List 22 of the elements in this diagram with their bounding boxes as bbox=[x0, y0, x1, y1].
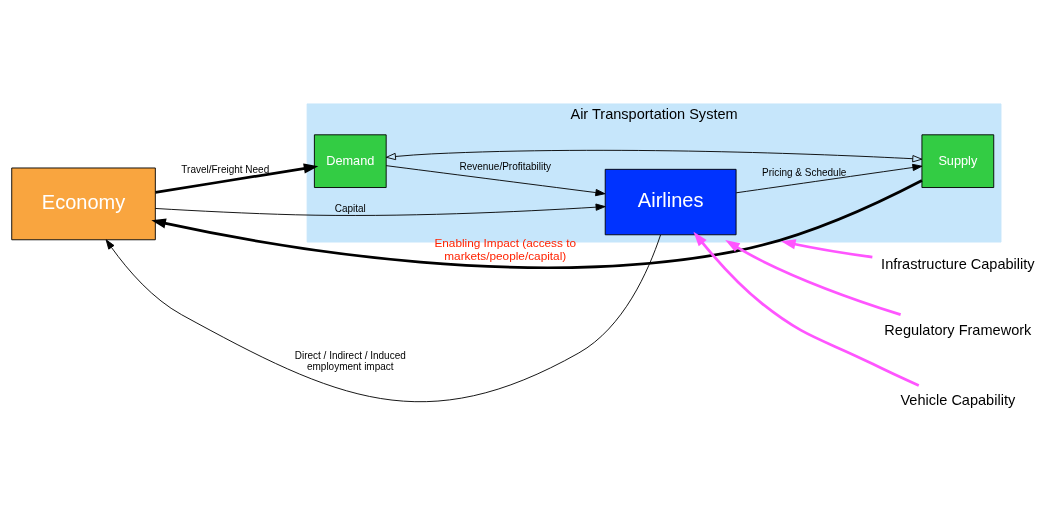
arrow bbox=[105, 234, 661, 402]
arrow bbox=[385, 165, 606, 197]
node-box: Airlines bbox=[604, 168, 737, 236]
arrow bbox=[385, 149, 923, 163]
node-text: Regulatory Framework bbox=[884, 321, 1032, 338]
edge-label: Pricing & Schedule bbox=[762, 166, 847, 178]
node-box: Supply bbox=[921, 134, 995, 188]
arrow bbox=[735, 163, 923, 194]
arrow bbox=[155, 163, 319, 194]
node-box: Demand bbox=[313, 134, 387, 188]
arrow bbox=[151, 179, 923, 269]
node-text: Vehicle Capability bbox=[900, 392, 1016, 409]
arrow bbox=[693, 231, 920, 387]
edge-label: Revenue/Profitability bbox=[459, 161, 552, 173]
arrow bbox=[154, 203, 606, 216]
arrow bbox=[725, 239, 902, 316]
edge-label: Direct / Indirect / Induced employment impact bbox=[294, 350, 406, 373]
edge-label: Capital bbox=[334, 202, 366, 214]
node-text: Infrastructure Capability bbox=[881, 256, 1035, 273]
edge-label: Travel/Freight Need bbox=[181, 163, 270, 175]
arrow bbox=[781, 239, 873, 259]
node-box: Economy bbox=[11, 167, 156, 241]
